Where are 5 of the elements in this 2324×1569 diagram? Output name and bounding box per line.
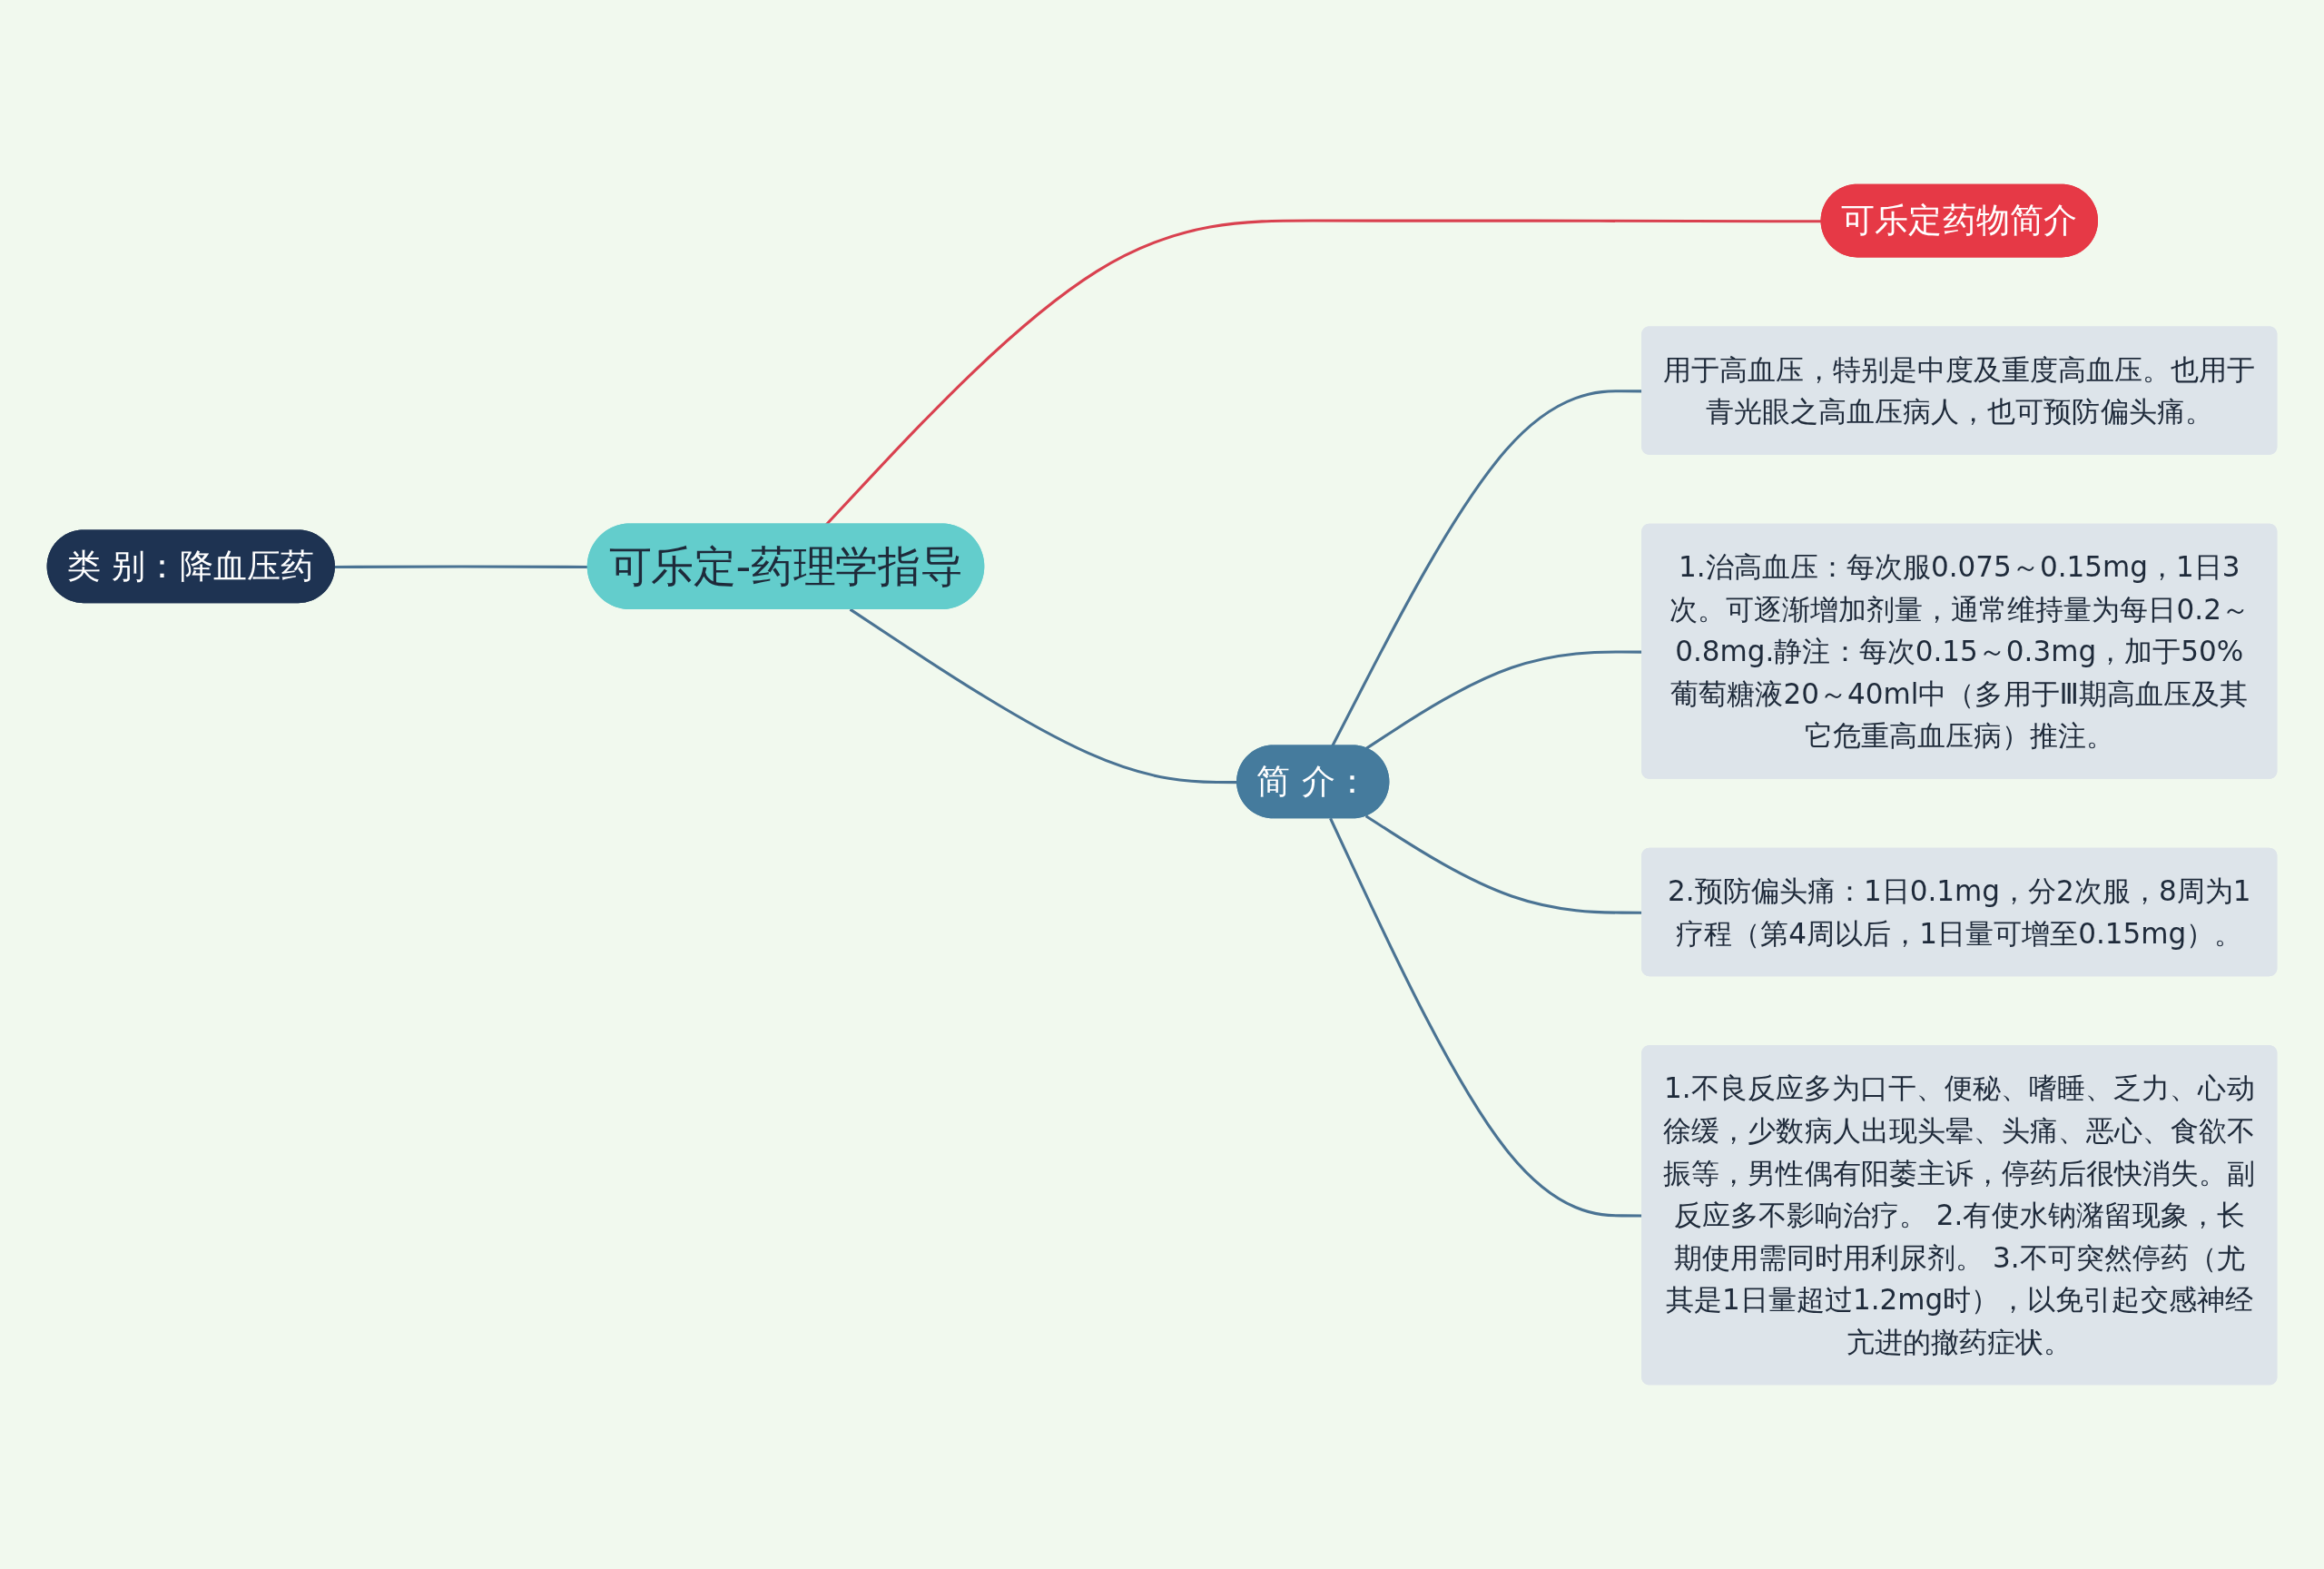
connector [1329,817,1643,1218]
connector [1331,390,1643,747]
connector [1364,650,1643,750]
connector [1364,814,1643,914]
connector [849,607,1238,784]
